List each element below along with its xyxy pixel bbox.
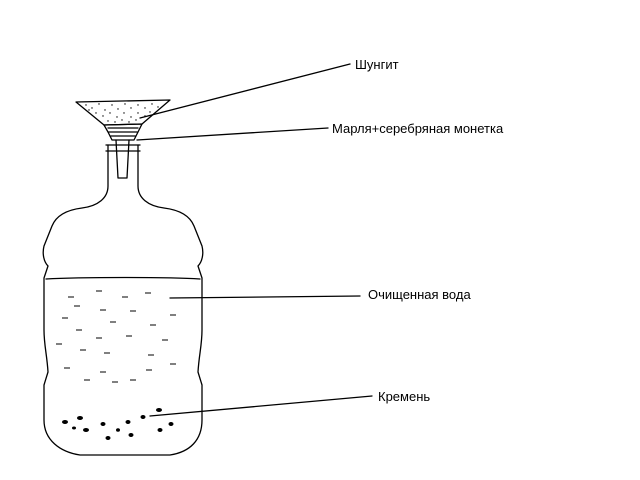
leader-line-gauze	[136, 127, 329, 141]
funnel-filter-section	[103, 123, 143, 141]
water-dashes	[56, 290, 176, 383]
gauze-layers	[107, 127, 139, 137]
funnel-bowl	[75, 99, 171, 126]
label-flint: Кремень	[378, 389, 431, 404]
bottle-outline	[42, 144, 204, 456]
shungite-granules	[85, 103, 159, 123]
flint-stones	[62, 408, 174, 440]
label-gauze-coin: Марля+серебряная монетка	[332, 121, 504, 136]
label-shungite: Шунгит	[355, 57, 399, 72]
water-surface-line	[45, 276, 201, 280]
leader-line-flint	[149, 395, 373, 417]
leader-line-shungite	[139, 63, 351, 119]
bottle-neck-rim	[105, 144, 141, 152]
leader-line-water	[169, 295, 361, 299]
funnel-spout	[115, 139, 130, 179]
label-purified-water: Очищенная вода	[368, 287, 471, 302]
